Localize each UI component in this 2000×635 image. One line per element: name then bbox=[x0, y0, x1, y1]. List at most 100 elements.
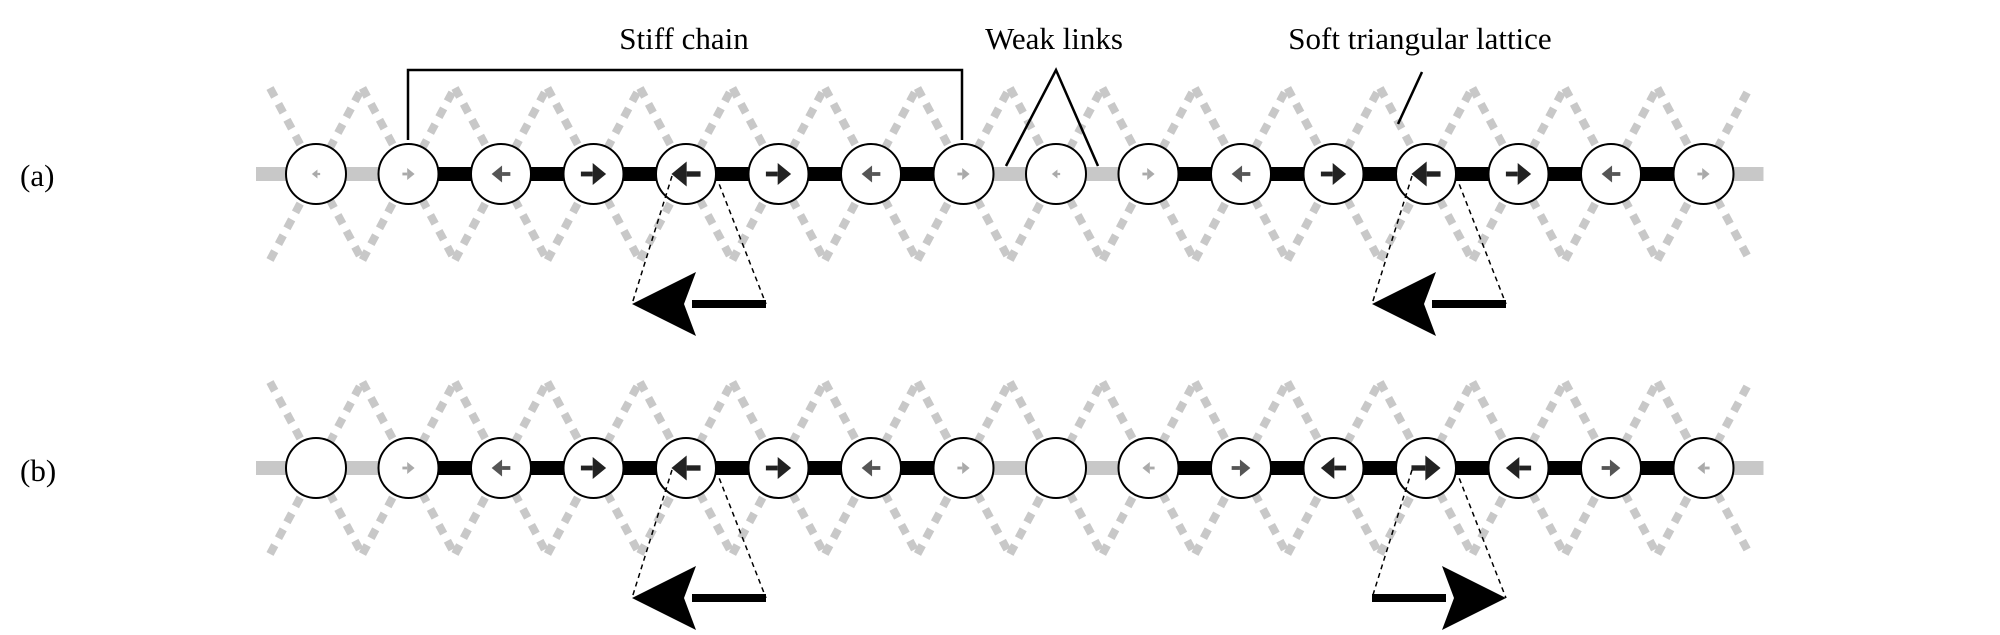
displacement-arrow-a-12-head bbox=[1411, 161, 1427, 187]
site-a-11 bbox=[1302, 143, 1365, 205]
displacement-arrow-a-9-head bbox=[1147, 168, 1155, 180]
zoom-arrow-head-a-1 bbox=[1372, 272, 1436, 336]
site-a-9 bbox=[1117, 143, 1180, 205]
displacement-arrow-b-15-head bbox=[1697, 462, 1705, 474]
displacement-arrow-b-9-head bbox=[1142, 462, 1150, 474]
displacement-arrow-b-3-head bbox=[592, 457, 607, 479]
site-b-5 bbox=[747, 437, 810, 499]
site-a-6 bbox=[840, 143, 902, 205]
displacement-arrow-a-15-shaft bbox=[1697, 172, 1703, 176]
displacement-arrow-a-11-head bbox=[1332, 163, 1347, 185]
displacement-arrow-a-11-shaft bbox=[1320, 171, 1333, 177]
zoom-guide-right-a-1 bbox=[1455, 175, 1507, 305]
displacement-arrow-a-13-shaft bbox=[1505, 171, 1518, 177]
displacement-arrow-a-4-shaft bbox=[686, 171, 701, 177]
zoom-guide-left-b-1 bbox=[1371, 469, 1413, 599]
displacement-arrow-b-7-shaft bbox=[957, 466, 963, 470]
site-a-8 bbox=[1025, 143, 1087, 205]
site-a-1 bbox=[377, 143, 440, 205]
zoom-guide-right-b-0 bbox=[715, 469, 767, 599]
displacement-arrow-a-6-head bbox=[861, 165, 873, 183]
site-circle-b-0 bbox=[285, 437, 347, 499]
zoom-arrow-head-b-1 bbox=[1442, 566, 1506, 630]
zoom-arrow-shaft-a-1 bbox=[1432, 300, 1506, 308]
zoom-guide-left-b-0 bbox=[631, 469, 673, 599]
annotations: Stiff chain Weak links Soft triangular l… bbox=[406, 21, 1552, 167]
stiff-chain-bracket bbox=[406, 68, 964, 140]
zoom-guide-right-b-1 bbox=[1455, 469, 1507, 599]
weak-links-label: Weak links bbox=[985, 21, 1123, 56]
zoom-guide-left-a-0 bbox=[631, 175, 673, 305]
site-b-15 bbox=[1672, 437, 1735, 499]
zoom-guide-left-a-1 bbox=[1371, 175, 1413, 305]
site-a-7 bbox=[932, 143, 995, 205]
zoom-arrow-a-0 bbox=[631, 175, 767, 336]
displacement-arrow-a-12-shaft bbox=[1426, 171, 1441, 177]
site-a-4 bbox=[655, 143, 717, 205]
displacement-arrow-a-0-head bbox=[311, 169, 318, 179]
displacement-arrow-b-1-shaft bbox=[402, 466, 408, 470]
displacement-arrow-b-13-head bbox=[1505, 457, 1520, 479]
displacement-arrow-a-7-shaft bbox=[957, 172, 963, 176]
row-labels: (a) (b) bbox=[20, 158, 56, 488]
displacement-arrow-a-10-head bbox=[1231, 165, 1243, 183]
site-a-14 bbox=[1580, 143, 1642, 205]
site-b-6 bbox=[840, 437, 902, 499]
zoom-arrow-shaft-a-0 bbox=[692, 300, 766, 308]
displacement-arrow-a-7-head bbox=[962, 168, 970, 180]
site-a-2 bbox=[470, 143, 532, 205]
zoom-arrow-head-a-0 bbox=[632, 272, 696, 336]
displacement-arrow-b-15-shaft bbox=[1704, 466, 1710, 470]
displacement-arrow-a-8-shaft bbox=[1057, 172, 1061, 176]
displacement-arrow-b-7-head bbox=[962, 462, 970, 474]
displacement-arrow-a-13-head bbox=[1517, 163, 1532, 185]
site-layer bbox=[285, 143, 1735, 499]
displacement-arrow-b-3-shaft bbox=[580, 465, 593, 471]
displacement-arrow-b-11-shaft bbox=[1334, 465, 1347, 471]
displacement-arrow-b-9-shaft bbox=[1149, 466, 1155, 470]
zoom-layer bbox=[631, 175, 1507, 630]
site-b-2 bbox=[470, 437, 532, 499]
displacement-arrow-b-5-head bbox=[777, 457, 792, 479]
displacement-arrow-b-12-shaft bbox=[1411, 465, 1426, 471]
soft-lattice-label: Soft triangular lattice bbox=[1288, 21, 1551, 56]
displacement-arrow-a-10-shaft bbox=[1242, 172, 1251, 176]
zoom-arrow-b-0 bbox=[631, 469, 767, 630]
displacement-arrow-a-0-shaft bbox=[317, 172, 321, 176]
displacement-arrow-a-3-shaft bbox=[580, 171, 593, 177]
site-b-1 bbox=[377, 437, 440, 499]
displacement-arrow-b-5-shaft bbox=[765, 465, 778, 471]
stiff-chain-label: Stiff chain bbox=[619, 21, 749, 56]
site-b-13 bbox=[1487, 437, 1550, 499]
zoom-guide-right-a-0 bbox=[715, 175, 767, 305]
weak-links-pointer bbox=[1004, 67, 1100, 167]
displacement-arrow-b-14-head bbox=[1609, 459, 1621, 477]
displacement-arrow-b-2-shaft bbox=[502, 466, 511, 470]
bond-layer bbox=[256, 167, 1764, 475]
site-b-10 bbox=[1210, 437, 1272, 499]
displacement-arrow-b-10-head bbox=[1239, 459, 1251, 477]
displacement-arrow-a-5-shaft bbox=[765, 171, 778, 177]
site-a-5 bbox=[747, 143, 810, 205]
displacement-arrow-a-5-head bbox=[777, 163, 792, 185]
soft-lattice-pointer bbox=[1396, 71, 1424, 125]
site-a-13 bbox=[1487, 143, 1550, 205]
displacement-arrow-a-3-head bbox=[592, 163, 607, 185]
displacement-arrow-a-14-head bbox=[1601, 165, 1613, 183]
displacement-arrow-a-14-shaft bbox=[1612, 172, 1621, 176]
site-a-3 bbox=[562, 143, 625, 205]
site-a-0 bbox=[285, 143, 347, 205]
site-b-3 bbox=[562, 437, 625, 499]
site-a-10 bbox=[1210, 143, 1272, 205]
displacement-arrow-b-13-shaft bbox=[1519, 465, 1532, 471]
displacement-arrow-a-9-shaft bbox=[1142, 172, 1148, 176]
displacement-arrow-a-4-head bbox=[671, 161, 687, 187]
zoom-arrow-head-b-0 bbox=[632, 566, 696, 630]
zoom-arrow-shaft-b-0 bbox=[692, 594, 766, 602]
site-b-0 bbox=[285, 437, 347, 499]
site-a-12 bbox=[1395, 143, 1457, 205]
displacement-arrow-a-6-shaft bbox=[872, 172, 881, 176]
displacement-arrow-a-1-shaft bbox=[402, 172, 408, 176]
displacement-arrow-a-15-head bbox=[1702, 168, 1710, 180]
